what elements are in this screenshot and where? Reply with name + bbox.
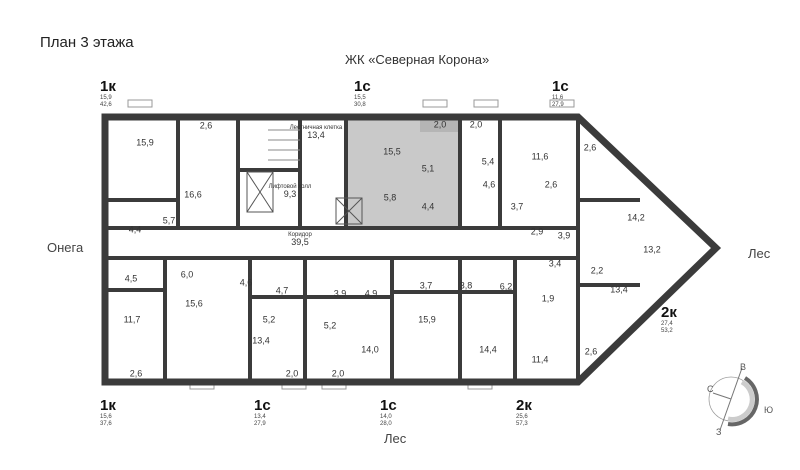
compass-rose <box>708 367 759 431</box>
room-area: 4,6 <box>482 179 496 190</box>
room-area: 2,2 <box>590 265 604 276</box>
room-area: 13,2 <box>643 244 661 255</box>
compass-east-label: В <box>740 362 747 372</box>
room-area: 6,2 <box>499 281 513 292</box>
room-area: 2,9 <box>530 226 544 237</box>
room-area: 3,4 <box>548 258 562 269</box>
room-area: 11,4 <box>531 354 549 365</box>
room-area: 4,5 <box>124 273 138 284</box>
room-area: 14,0 <box>361 344 379 355</box>
room-area: 15,9 <box>418 314 436 325</box>
room-area: 2,6 <box>583 142 597 153</box>
room-area: 2,0 <box>285 368 299 379</box>
room-area: 5,4 <box>481 156 495 167</box>
room-area: 5,7 <box>162 215 176 226</box>
side-label-west: Онега <box>47 240 84 255</box>
compass-west-label: З <box>716 427 722 437</box>
room-area: 2,0 <box>433 119 447 130</box>
room-area: 11,6 <box>531 151 549 162</box>
room-area: 3,7 <box>510 201 524 212</box>
room-area: 16,6 <box>184 189 202 200</box>
room-area: 3,7 <box>419 280 433 291</box>
room-area: 14,4 <box>479 344 497 355</box>
room-area: 4,6 <box>239 277 253 288</box>
room-area: 4,7 <box>275 285 289 296</box>
side-label-east: Лес <box>748 246 771 261</box>
room-area: 11,7 <box>123 314 141 325</box>
room-area: 4,4 <box>421 201 435 212</box>
room-area: 14,2 <box>627 212 645 223</box>
side-label-south: Лес <box>384 431 407 446</box>
room-area: 5,1 <box>421 163 435 174</box>
room-area: 4,9 <box>364 288 378 299</box>
room-area: 15,6 <box>185 298 203 309</box>
room-area: 3,9 <box>333 288 347 299</box>
room-area: 4,4 <box>128 224 142 235</box>
room-area: 2,6 <box>129 368 143 379</box>
room-area: 15,5 <box>383 146 401 157</box>
room-area: 6,0 <box>180 269 194 280</box>
room-area: 13,4 <box>252 335 270 346</box>
room-area: 2,0 <box>331 368 345 379</box>
room-area: 2,0 <box>469 119 483 130</box>
highlighted-apartment[interactable] <box>346 118 460 226</box>
room-area: 3,8 <box>459 280 473 291</box>
room-area: 3,9 <box>557 230 571 241</box>
complex-name: ЖК «Северная Корона» <box>345 52 490 67</box>
compass-south-label: Ю <box>764 405 774 415</box>
room-area: 13,4 <box>610 284 628 295</box>
room-area: 15,9 <box>136 137 154 148</box>
room-area: 2,6 <box>544 179 558 190</box>
page-title: План 3 этажа <box>40 34 134 51</box>
compass-north-label: С <box>707 384 714 394</box>
room-area: 2,6 <box>584 346 598 357</box>
room-area: 5,8 <box>383 192 397 203</box>
room-area: 1,9 <box>541 293 555 304</box>
room-area: 5,2 <box>323 320 337 331</box>
room-area: 5,2 <box>262 314 276 325</box>
room-area: 2,6 <box>199 120 213 131</box>
